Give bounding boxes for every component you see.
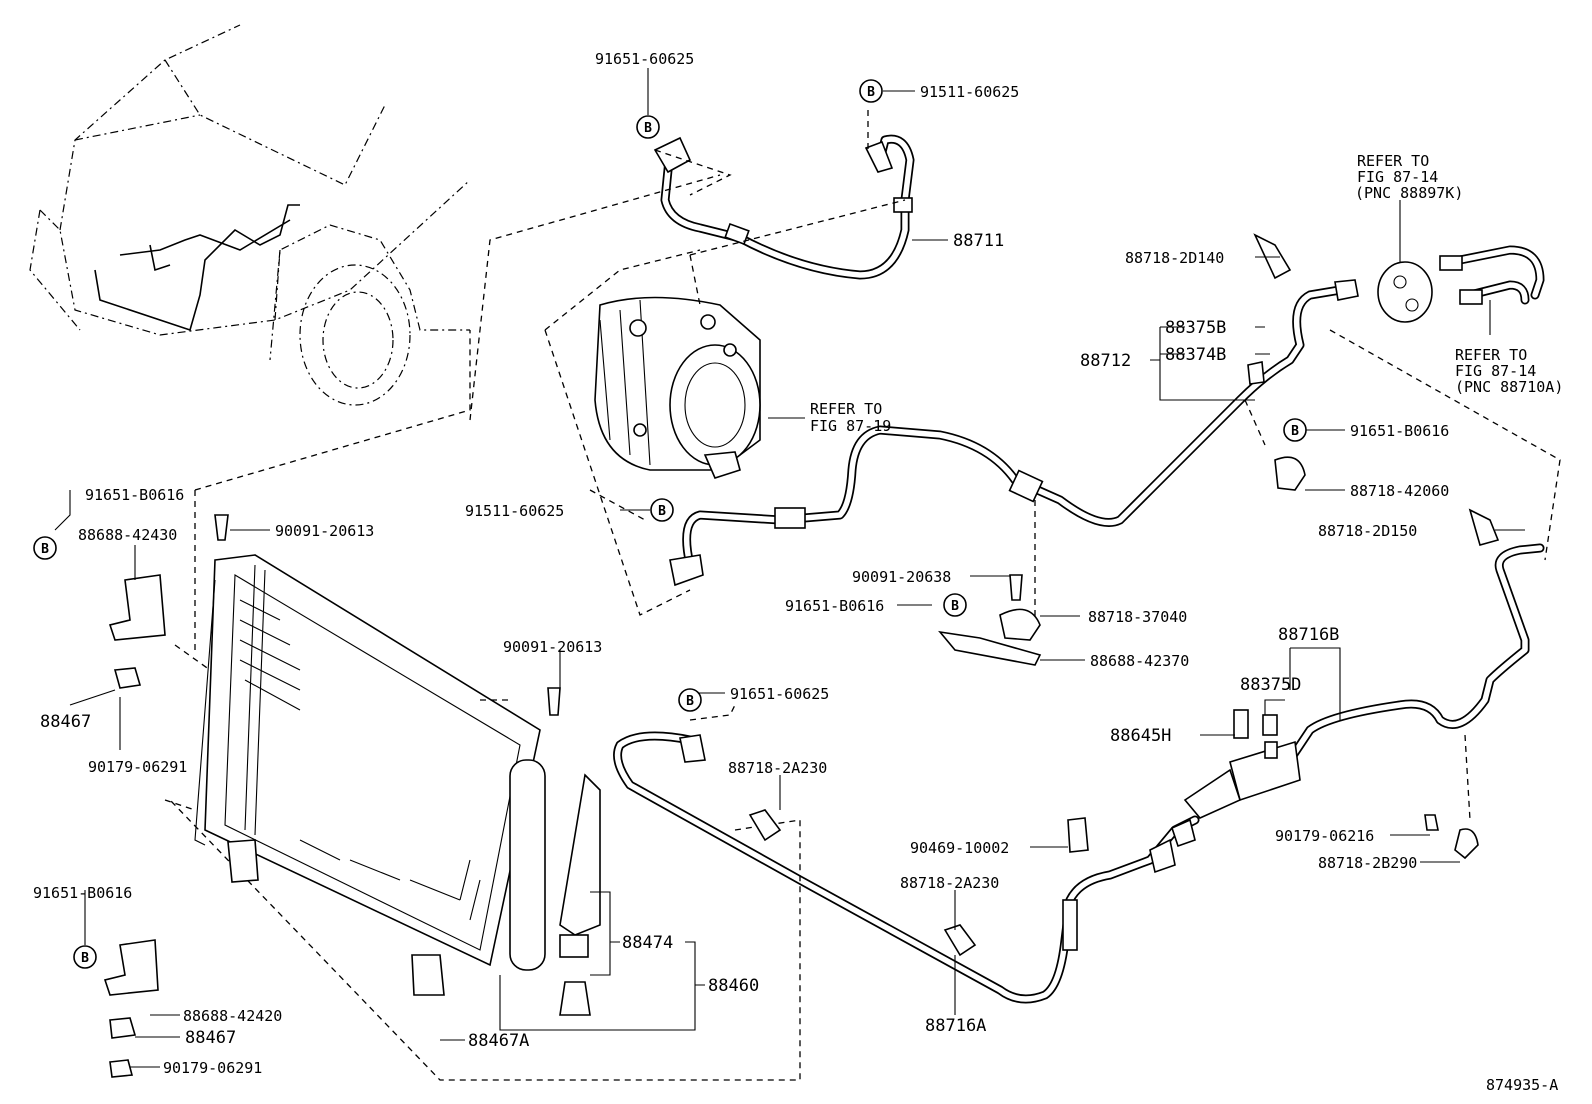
b-marker-text: B: [951, 599, 959, 614]
compressor: [544, 249, 761, 616]
refer-note: REFER TO: [1357, 152, 1429, 170]
right-fittings: [1329, 245, 1561, 561]
part-label: 88645H: [1110, 726, 1171, 746]
refer-note: REFER TO: [810, 400, 882, 418]
part-label: 91511-60625: [465, 502, 564, 520]
refer-note: FIG 87-14: [1357, 168, 1438, 186]
part-label: 88718-2D140: [1125, 249, 1224, 267]
b-marker: [678, 688, 702, 712]
part-label: 88467A: [468, 1031, 529, 1051]
part-label: 88474: [622, 933, 673, 953]
part-label: 91511-60625: [920, 83, 1019, 101]
part-label: 91651-B0616: [33, 884, 132, 902]
pipe-88716b: [1183, 543, 1545, 821]
condenser-fins: [239, 599, 481, 921]
part-label: 88718-2D150: [1318, 522, 1417, 540]
b-marker: [73, 945, 97, 969]
b-marker: [943, 593, 967, 617]
part-label: 90091-20613: [275, 522, 374, 540]
part-label: 88718-2A230: [728, 759, 827, 777]
b-marker-text: B: [867, 85, 875, 100]
b-marker-text: B: [81, 951, 89, 966]
part-label: 88718-42060: [1350, 482, 1449, 500]
refer-note: REFER TO: [1455, 346, 1527, 364]
part-label: 88375D: [1240, 675, 1301, 695]
part-label: 88375B: [1165, 318, 1226, 338]
b-marker: [1283, 418, 1307, 442]
part-label: 88712: [1080, 351, 1131, 371]
part-label: 88688-42420: [183, 1007, 282, 1025]
b-marker: [650, 498, 674, 522]
pipe-88716a: [169, 704, 1200, 1081]
part-label: 88716A: [925, 1016, 986, 1036]
part-label: 88718-2B290: [1318, 854, 1417, 872]
part-label: 88718-37040: [1088, 608, 1187, 626]
part-label: 90091-20613: [503, 638, 602, 656]
b-marker: [636, 115, 660, 139]
part-label: 91651-60625: [730, 685, 829, 703]
vehicle-outline: [29, 24, 471, 406]
part-label: 91651-60625: [595, 50, 694, 68]
b-markers: B B B B B B B B: [33, 79, 1307, 969]
part-label: 88711: [953, 231, 1004, 251]
brackets: [103, 233, 1500, 1078]
part-label: 88688-42430: [78, 526, 177, 544]
refer-note: FIG 87-14: [1455, 362, 1536, 380]
b-marker: [33, 536, 57, 560]
part-label: 90179-06291: [163, 1059, 262, 1077]
b-marker-text: B: [658, 504, 666, 519]
part-label: 88688-42370: [1090, 652, 1189, 670]
part-label: 88467: [40, 712, 91, 732]
b-marker-text: B: [686, 694, 694, 709]
part-label: 88460: [708, 976, 759, 996]
refer-note: FIG 87-19: [810, 417, 891, 435]
part-label: 90469-10002: [910, 839, 1009, 857]
part-labels: 91651-60625 91511-60625 88711 REFER TO F…: [33, 50, 1563, 1094]
refer-note: (PNC 88897K): [1355, 184, 1463, 202]
b-marker-text: B: [41, 542, 49, 557]
part-label: 88718-2A230: [900, 874, 999, 892]
part-label: 91651-B0616: [1350, 422, 1449, 440]
b-marker: [859, 79, 883, 103]
part-label: 90179-06216: [1275, 827, 1374, 845]
pipe-88712: [669, 279, 1359, 620]
leader-lines: [54, 68, 1525, 1068]
part-label: 90091-20638: [852, 568, 951, 586]
part-label: 88374B: [1165, 345, 1226, 365]
condenser: [164, 174, 721, 1016]
part-label: 88467: [185, 1028, 236, 1048]
part-label: 90179-06291: [88, 758, 187, 776]
pipe-88711: [653, 110, 915, 306]
refer-note: (PNC 88710A): [1455, 378, 1563, 396]
part-label: 88716B: [1278, 625, 1339, 645]
diagram-id: 874935-A: [1486, 1076, 1558, 1094]
part-label: 91651-B0616: [785, 597, 884, 615]
part-label: 91651-B0616: [85, 486, 184, 504]
b-marker-text: B: [1291, 424, 1299, 439]
b-marker-text: B: [644, 121, 652, 136]
